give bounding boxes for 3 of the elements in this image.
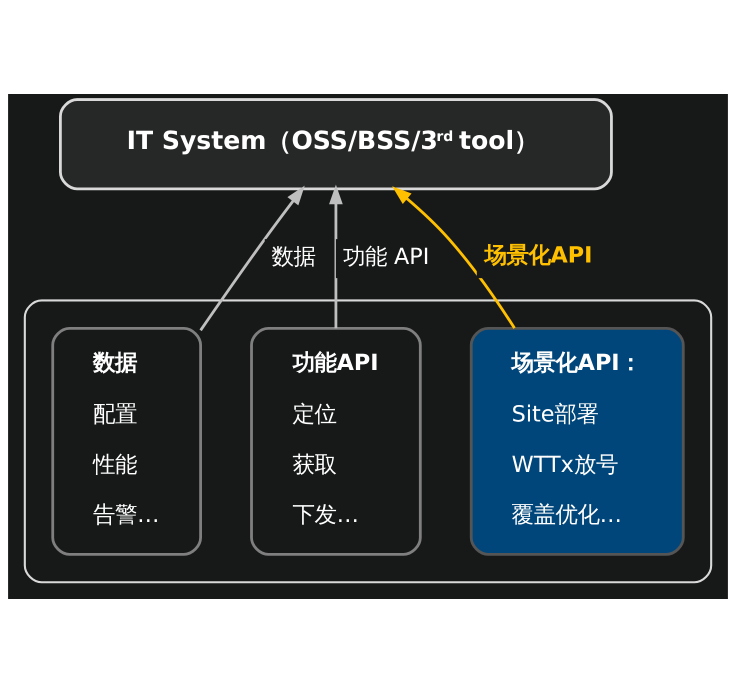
edge-label: 数据 [272,243,316,270]
edge-label: 场景化API [484,242,592,268]
edge-label: 功能 API [342,243,430,270]
